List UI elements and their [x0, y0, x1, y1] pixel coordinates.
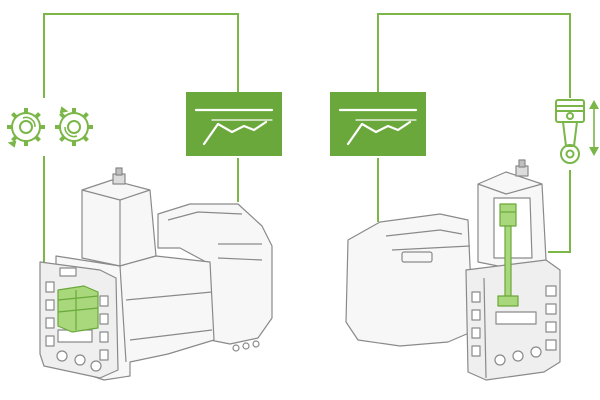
piston-icon	[555, 99, 585, 164]
gear-left	[7, 108, 45, 146]
gear-rotation-arrow-right	[59, 106, 69, 114]
machine-left-rear-housing	[157, 203, 273, 345]
machine-right-highlighted-piston	[497, 203, 519, 307]
machine-left-module-details	[45, 267, 109, 372]
control-panel-right	[330, 92, 426, 156]
machine-right	[345, 159, 561, 381]
machine-right-handle-slot	[401, 251, 433, 263]
control-curve-icon	[338, 108, 418, 146]
machine-left	[39, 167, 273, 381]
left-connection-lines	[43, 13, 239, 262]
control-panel-right-bg	[330, 92, 426, 156]
control-panel-left	[186, 92, 282, 156]
gear-rotation-arrow-left	[7, 140, 17, 148]
machine-left-bottom-connectors	[232, 340, 260, 352]
double-arrow-vertical-icon	[589, 100, 599, 156]
left-loop-line	[43, 13, 239, 98]
right-connection-lines	[377, 13, 571, 253]
right-drop-line-piston	[548, 170, 571, 253]
gear-right	[55, 108, 93, 146]
control-panel-left-bg	[186, 92, 282, 156]
gears-icon	[7, 106, 93, 148]
machine-left-highlighted-pump	[57, 285, 99, 333]
control-curve-icon	[194, 108, 274, 146]
right-loop-line	[377, 13, 571, 98]
machine-right-module-details	[471, 285, 557, 366]
